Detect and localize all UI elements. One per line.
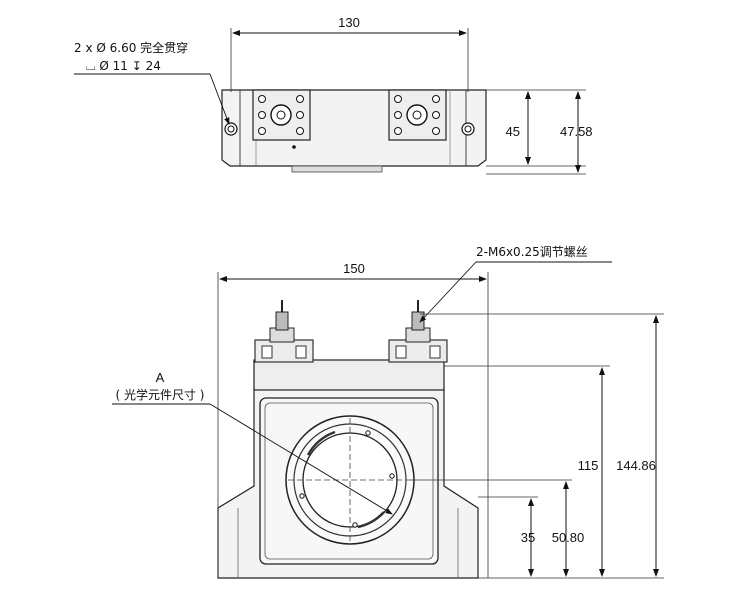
front-dim-35: 35 xyxy=(521,530,535,545)
front-dim-115: 115 xyxy=(578,458,599,473)
adjuster-screw-left xyxy=(254,300,314,363)
top-dim-45: 45 xyxy=(506,124,520,139)
top-view: 130 45 47.58 2 x Ø 6.60 完全贯穿 ⌴ Ø 11 ↧ 24 xyxy=(74,15,593,175)
adjuster-block-left xyxy=(252,89,311,141)
top-dim-47-58: 47.58 xyxy=(560,124,593,139)
front-dim-50-80: 50.80 xyxy=(552,530,585,545)
label-a-desc: ( 光学元件尺寸 ) xyxy=(116,387,205,402)
mount-hole-left-icon xyxy=(224,122,238,136)
hole-note-line1: 2 x Ø 6.60 完全贯穿 xyxy=(74,40,188,55)
adjuster-screw-right xyxy=(388,300,448,363)
hole-note-line2: ⌴ Ø 11 ↧ 24 xyxy=(86,59,161,73)
adjuster-block-right xyxy=(388,89,447,141)
optic-mount-ring-icon xyxy=(285,415,415,545)
front-dim-144-86: 144.86 xyxy=(616,458,656,473)
label-a: A xyxy=(156,370,165,385)
front-dim-width: 150 xyxy=(343,261,365,276)
mount-hole-right-icon xyxy=(461,122,475,136)
top-dim-width: 130 xyxy=(338,15,360,30)
front-view: 150 144.86 115 50.80 35 2-M6x0.25调节螺丝 A … xyxy=(112,245,664,579)
screw-note: 2-M6x0.25调节螺丝 xyxy=(476,245,588,259)
